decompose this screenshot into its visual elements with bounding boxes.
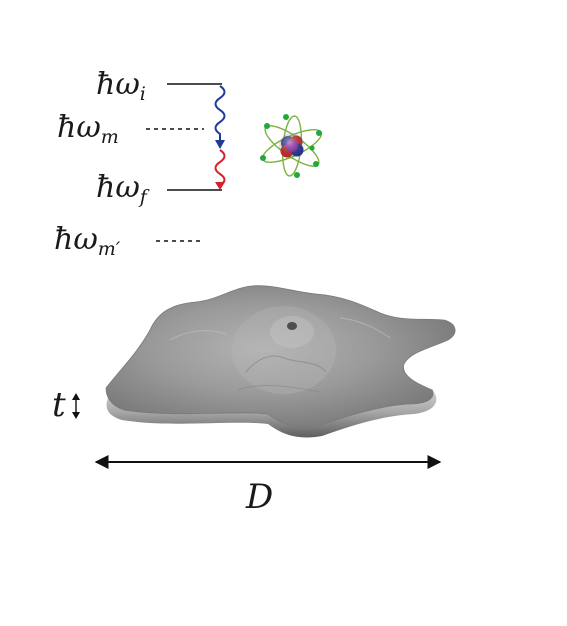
diameter-indicator: D [94,455,442,517]
level-i: ħωi [96,67,222,105]
thickness-indicator: t [52,385,80,425]
thickness-arrow-up [72,393,80,400]
level-m-label: ħωm [57,110,119,148]
diameter-label: D [245,477,273,517]
atom-icon [260,114,323,178]
thickness-label: t [52,385,66,425]
flake-top-surface [105,285,456,428]
level-i-label: ħωi [96,67,146,105]
transition-m-to-f-arrowhead [215,182,225,190]
energy-level-diagram: ħωi ħωm ħωf ħωm′ [54,67,226,260]
flake-center-pit [287,322,297,330]
electron [316,130,322,136]
electron [294,172,300,178]
flake-edge [106,388,437,438]
level-mprime: ħωm′ [54,222,204,260]
level-f-label: ħωf [96,170,150,208]
electron [283,114,289,120]
transition-m-to-f-wave [214,149,226,185]
electron [260,155,266,161]
level-mprime-label: ħωm′ [54,222,121,260]
electron [313,161,319,167]
transition-i-to-m-arrowhead [215,140,225,149]
transition-i-to-m-wave [214,85,226,140]
flake [105,285,456,438]
thickness-arrow-down [72,412,80,419]
level-m: ħωm [57,110,204,148]
electron [309,145,315,151]
electron [264,123,270,129]
level-f: ħωf [96,170,222,208]
